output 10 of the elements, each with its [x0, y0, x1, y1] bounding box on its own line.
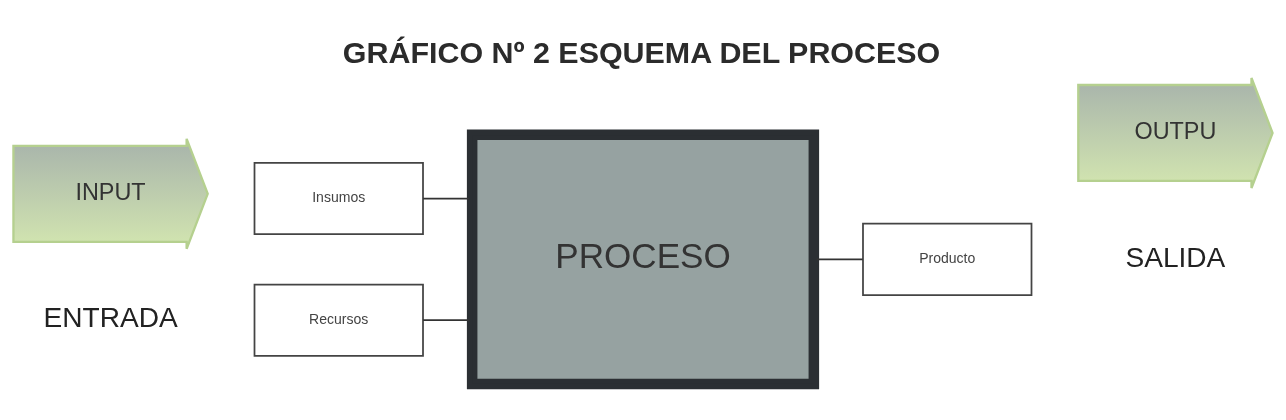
- node-box: Insumos: [253, 161, 424, 235]
- connector: [815, 257, 864, 260]
- node-box: Recursos: [253, 283, 424, 357]
- node-label: ENTRADA: [43, 301, 178, 333]
- node-label: SALIDA: [1125, 241, 1226, 273]
- node-box: PROCESO: [466, 128, 820, 389]
- connector: [422, 318, 471, 321]
- diagram-title: GRÁFICO Nº 2 ESQUEMA DEL PROCESO: [342, 34, 941, 69]
- node-box: Producto: [862, 222, 1033, 296]
- connector: [422, 197, 471, 199]
